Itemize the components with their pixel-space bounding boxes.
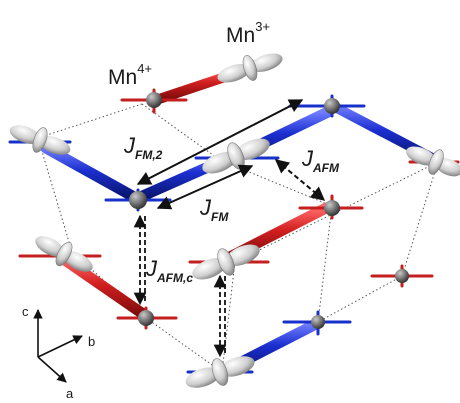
axis-a-label: a [66, 386, 74, 401]
svg-text:Mn3+: Mn3+ [226, 19, 270, 47]
atom [138, 310, 154, 326]
atom [146, 92, 162, 108]
atom [324, 98, 340, 114]
orbital-mn3-top [217, 53, 283, 83]
jafmc-symbol: J [145, 256, 158, 281]
axis-a-arrow [37, 356, 67, 383]
mn3-charge: 3+ [255, 19, 270, 34]
axis-c-label: c [22, 304, 29, 319]
jafm-subscript: AFM [312, 161, 340, 175]
axes-indicator [33, 309, 83, 383]
orbital-right [406, 146, 460, 177]
mn3-label: Mn [226, 24, 255, 47]
mn4-charge: 4+ [137, 61, 152, 76]
orbital-left-middle [35, 236, 93, 272]
jafmc-arrow [133, 214, 147, 306]
orbital-left-top [9, 125, 71, 155]
jfm-symbol: J [199, 195, 212, 220]
atom [395, 269, 409, 283]
atom [324, 200, 340, 216]
svg-text:JAFM,c: JAFM,c [145, 256, 193, 285]
orbitals [9, 53, 460, 388]
jfm-subscript: FM [211, 210, 229, 224]
svg-text:JAFM: JAFM [301, 146, 340, 175]
svg-text:JFM: JFM [199, 195, 229, 224]
jfm2-subscript: FM,2 [135, 148, 163, 162]
svg-text:JFM,2: JFM,2 [123, 133, 163, 162]
jafmc-subscript: AFM,c [156, 271, 193, 285]
axis-b-arrow [37, 335, 83, 358]
jfm2-symbol: J [123, 133, 136, 158]
orbital-front-middle [192, 244, 260, 280]
blue-bond-left [40, 142, 142, 204]
atom [129, 191, 147, 209]
jafm-arrow [274, 159, 326, 201]
jafmc-arrow-2 [213, 274, 227, 358]
orbital-bottom [185, 356, 255, 388]
svg-text:Mn4+: Mn4+ [108, 61, 152, 89]
jfm-arrow [156, 164, 254, 210]
axis-b-label: b [88, 334, 95, 349]
bonds [40, 63, 441, 378]
coupling-arrows [133, 99, 326, 358]
jafm-symbol: J [301, 146, 314, 171]
mn4-label: Mn [108, 66, 137, 89]
atom [311, 315, 325, 329]
unit-cell-lines [37, 103, 439, 373]
